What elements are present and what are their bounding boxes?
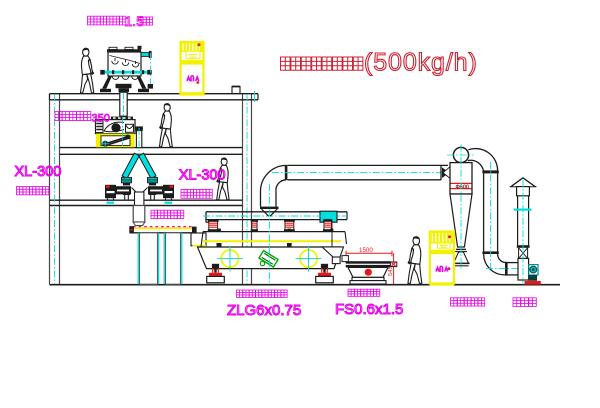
svg-text:545: 545	[388, 266, 394, 276]
svg-text:350: 350	[92, 113, 110, 125]
svg-text:1500: 1500	[359, 247, 373, 254]
svg-text:Φ600: Φ600	[456, 184, 469, 190]
svg-text:1.5: 1.5	[125, 13, 145, 29]
svg-text:FS0.6x1.5: FS0.6x1.5	[335, 301, 403, 318]
svg-text:(500kg/h): (500kg/h)	[364, 49, 478, 77]
svg-text:XL-300: XL-300	[15, 164, 62, 180]
svg-text:ZLG6x0.75: ZLG6x0.75	[227, 302, 301, 319]
svg-text:XL-300: XL-300	[179, 167, 226, 183]
